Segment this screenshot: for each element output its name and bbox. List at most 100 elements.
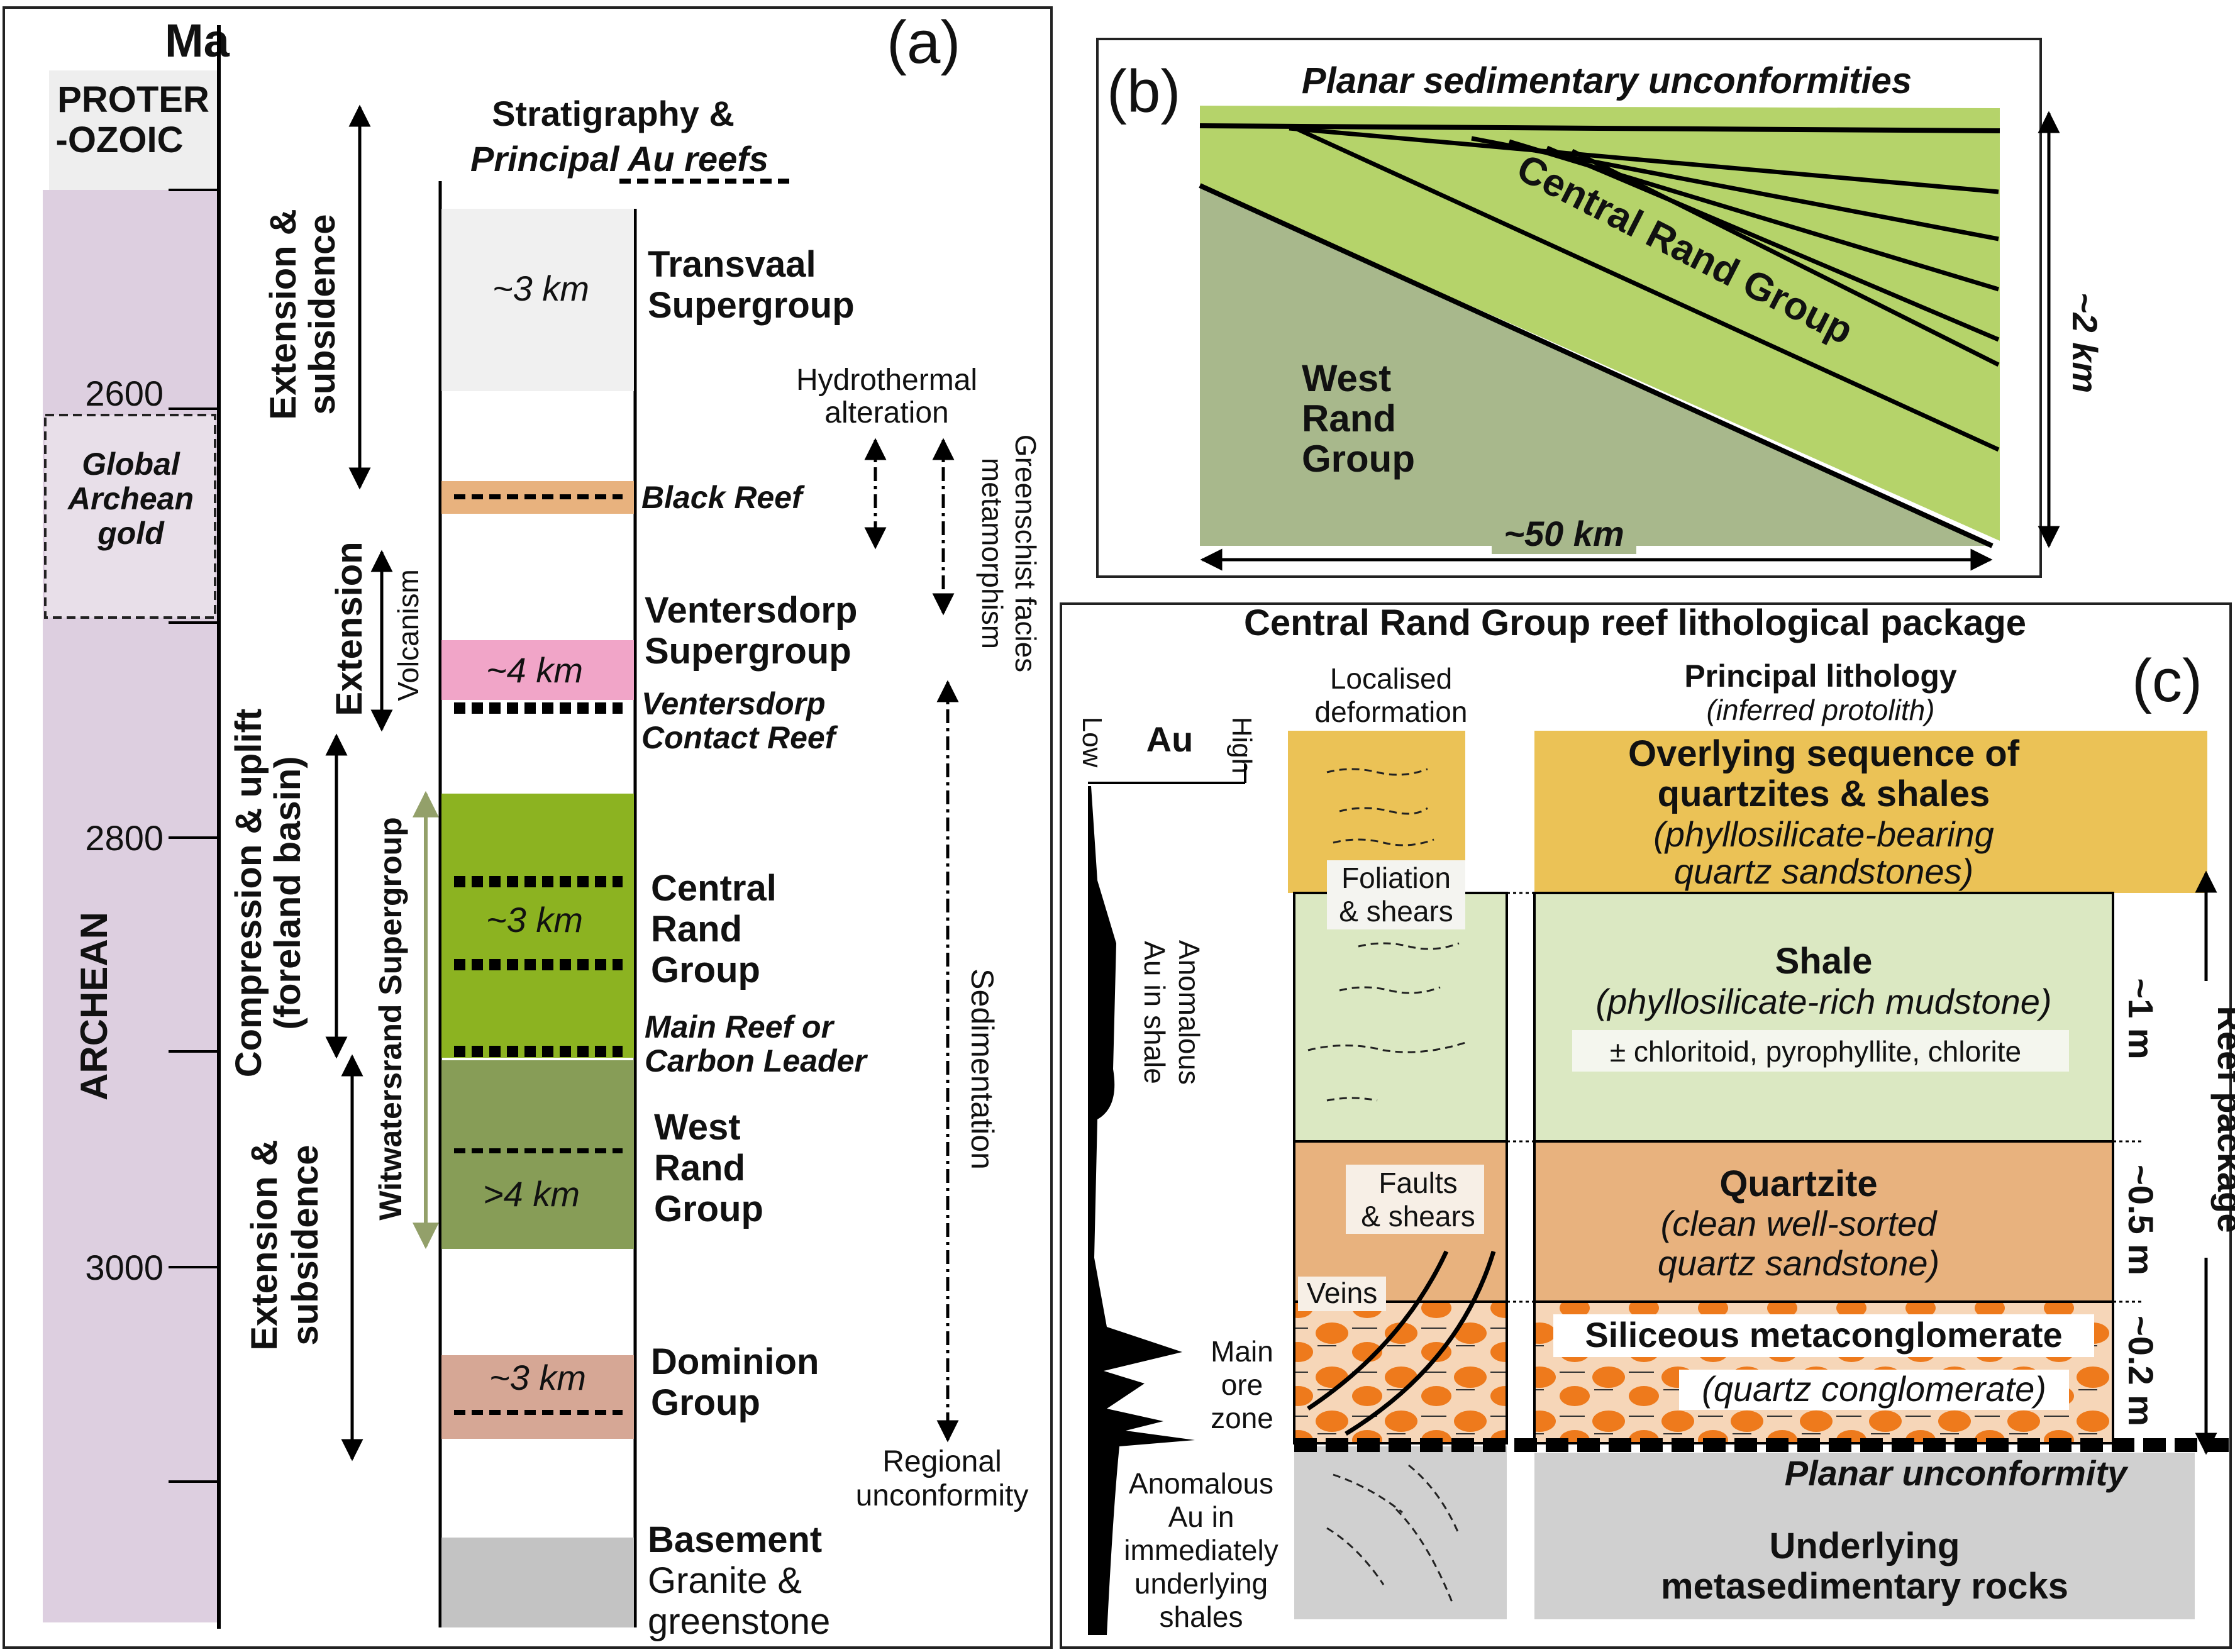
layer-basement bbox=[441, 1538, 634, 1627]
panel-b: (b) Planar sedimentary unconformities Ce… bbox=[1096, 38, 2105, 578]
au-curve bbox=[1088, 786, 1195, 1635]
reef-package-bg bbox=[2193, 981, 2219, 1258]
greenschist-1: Greenschist facies bbox=[1009, 435, 1042, 672]
deformation-header-2: deformation bbox=[1315, 696, 1468, 728]
au-note-under-4: underlying bbox=[1134, 1567, 1268, 1600]
thickness-west: >4 km bbox=[483, 1174, 580, 1214]
layer-central-rand bbox=[441, 794, 634, 1058]
shale-title: Shale bbox=[1775, 941, 1873, 982]
fabric-underlying bbox=[1326, 1464, 1460, 1604]
quartzite-protolith-1: (clean well-sorted bbox=[1661, 1204, 1938, 1243]
thickness-conglomerate: ~0.2 m bbox=[2121, 1316, 2161, 1426]
global-gold-3: gold bbox=[97, 516, 165, 551]
eon-archean: ARCHEAN bbox=[73, 912, 115, 1100]
underlying-2: metasedimentary rocks bbox=[1661, 1566, 2068, 1607]
unit-main-reef-1: Main Reef or bbox=[645, 1009, 835, 1045]
panel-b-title: Planar sedimentary unconformities bbox=[1302, 60, 1912, 101]
sedimentation-label: Sedimentation bbox=[965, 968, 1000, 1170]
layer-dominion bbox=[441, 1355, 634, 1439]
panel-b-label: (b) bbox=[1107, 58, 1180, 125]
foliation-1: Foliation bbox=[1341, 862, 1451, 894]
witwatersrand-label: Witwatersrand Supergroup bbox=[373, 817, 408, 1220]
unit-central-3: Group bbox=[651, 950, 760, 990]
compression-2: (foreland basin) bbox=[267, 756, 308, 1029]
au-high: High bbox=[1226, 717, 1257, 774]
unit-dominion-2: Group bbox=[651, 1382, 760, 1423]
au-note-under-3: immediately bbox=[1124, 1534, 1278, 1566]
planar-unconformity-label: Planar unconformity bbox=[1785, 1453, 2129, 1493]
global-gold-2: Archean bbox=[67, 481, 194, 516]
panel-a-label: (a) bbox=[887, 9, 960, 76]
thickness-transvaal: ~3 km bbox=[492, 269, 589, 308]
width-label-bg bbox=[1492, 513, 1636, 554]
right-connectors bbox=[2113, 1140, 2144, 1303]
panel-c-frame bbox=[1060, 602, 2232, 1649]
proterozoic-box bbox=[49, 70, 219, 190]
fabric-shale bbox=[1307, 942, 1466, 1102]
width-label: ~50 km bbox=[1504, 514, 1624, 553]
au-note-main-2: ore bbox=[1221, 1368, 1263, 1401]
strat-title-1: Stratigraphy & bbox=[492, 94, 735, 133]
tick-label-3000: 3000 bbox=[85, 1248, 164, 1287]
global-gold-1: Global bbox=[82, 446, 180, 482]
tectonic-bottom-1: Extension & bbox=[244, 1139, 285, 1350]
tectonic-extension: Extension bbox=[329, 541, 370, 716]
unit-dominion-1: Dominion bbox=[651, 1341, 819, 1382]
regional-1: Regional bbox=[882, 1445, 1001, 1478]
thickness-shale: ~1 m bbox=[2121, 978, 2161, 1059]
tectonic-bottom-2: subsidence bbox=[285, 1145, 326, 1345]
unit-basement-1: Basement bbox=[648, 1519, 822, 1560]
panel-c: Central Rand Group reef lithological pac… bbox=[1060, 602, 2235, 1649]
unconformity-base bbox=[1199, 183, 1994, 548]
unit-west-3: Group bbox=[654, 1189, 763, 1229]
tick-label-2800: 2800 bbox=[85, 818, 164, 858]
eon-proterozoic-1: PROTER bbox=[57, 79, 209, 120]
unconformity-5 bbox=[1571, 148, 2000, 367]
unit-main-reef-2: Carbon Leader bbox=[645, 1043, 868, 1078]
def-underlying bbox=[1294, 1446, 1507, 1619]
unit-black-reef: Black Reef bbox=[641, 480, 805, 515]
greenschist-2: metamorphism bbox=[976, 458, 1009, 649]
thickness-quartzite: ~0.5 m bbox=[2121, 1165, 2161, 1275]
layer-west-rand bbox=[441, 1060, 634, 1249]
veins-label: Veins bbox=[1307, 1277, 1378, 1309]
au-axis-label: Au bbox=[1146, 719, 1194, 759]
unit-central-2: Rand bbox=[651, 909, 742, 950]
tectonic-top-1: Extension & bbox=[263, 209, 304, 419]
thickness-central: ~3 km bbox=[486, 900, 583, 940]
def-shale bbox=[1293, 892, 1508, 1143]
thickness-ventersdorp: ~4 km bbox=[486, 650, 583, 690]
unit-ventersdorp-1: Ventersdorp bbox=[645, 590, 857, 631]
deformation-header-1: Localised bbox=[1330, 662, 1452, 695]
au-note-main-3: zone bbox=[1211, 1402, 1273, 1434]
west-rand-3: Group bbox=[1302, 438, 1415, 480]
unit-basement-3: greenstone bbox=[648, 1601, 830, 1642]
conglomerate-protolith-bg bbox=[1679, 1370, 2069, 1410]
central-rand-wedge bbox=[1200, 106, 2000, 541]
compression-1: Compression & uplift bbox=[228, 709, 269, 1077]
unconformity-top bbox=[1199, 123, 2000, 133]
hydrothermal-2: alteration bbox=[824, 396, 948, 430]
lith-overlying bbox=[1534, 731, 2207, 893]
unit-transvaal-2: Supergroup bbox=[648, 285, 855, 326]
quartzite-protolith-2: quartz sandstone) bbox=[1658, 1243, 1939, 1283]
west-rand-1: West bbox=[1302, 357, 1391, 399]
lithology-header: Principal lithology bbox=[1684, 658, 1957, 694]
unit-west-2: Rand bbox=[654, 1148, 745, 1189]
au-note-under-5: shales bbox=[1160, 1600, 1243, 1633]
tick-label-2600: 2600 bbox=[85, 374, 164, 413]
au-note-shale-1: Anomalous bbox=[1173, 940, 1206, 1085]
au-note-under-2: Au in bbox=[1168, 1500, 1234, 1533]
west-rand-2: Rand bbox=[1302, 397, 1396, 440]
au-note-main-1: Main bbox=[1211, 1335, 1273, 1368]
faults-2: & shears bbox=[1361, 1200, 1475, 1233]
unit-transvaal-1: Transvaal bbox=[648, 244, 816, 285]
au-note-under-1: Anomalous bbox=[1129, 1467, 1273, 1500]
lith-underlying bbox=[1534, 1453, 2195, 1619]
panel-a-frame bbox=[3, 6, 1053, 1649]
column-connectors bbox=[1507, 892, 1534, 1303]
conglomerate-title: Siliceous metaconglomerate bbox=[1585, 1315, 2062, 1355]
height-label: ~2 km bbox=[2065, 292, 2105, 393]
fault-2 bbox=[1345, 1250, 1496, 1436]
